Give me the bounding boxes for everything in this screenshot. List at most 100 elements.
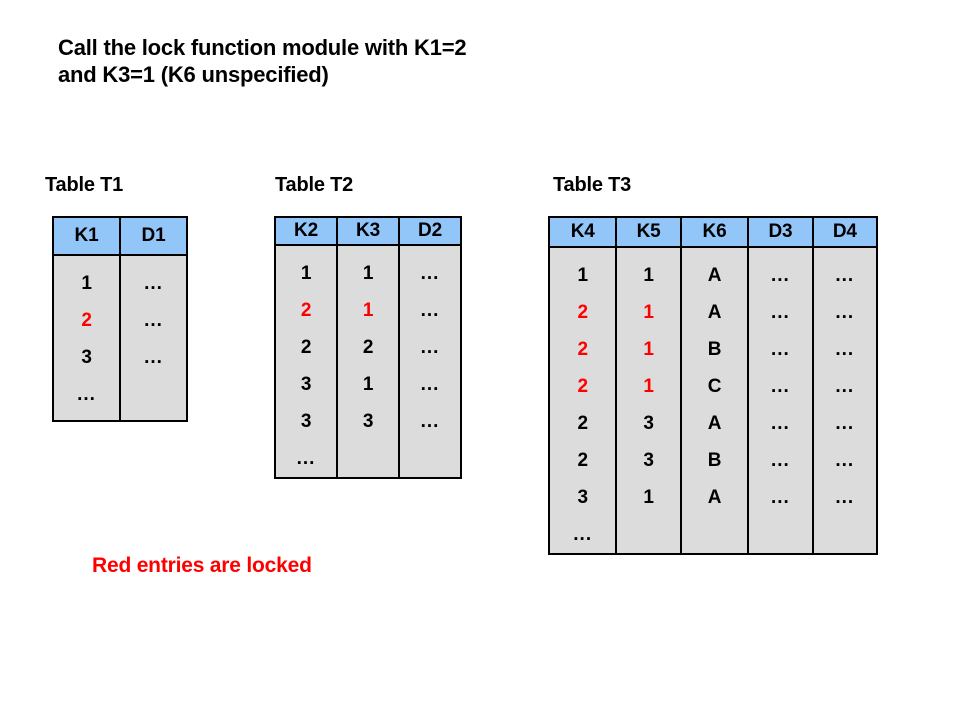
cell-k3-r6[interactable] [338,440,398,477]
table-body: 1 2 2 3 3... 1 1 2 1 3 ............... [276,246,460,477]
cell-d4-r6[interactable]: ... [835,450,855,471]
cell-d3-r5[interactable]: ... [770,413,790,434]
cell-d2-r6[interactable] [400,440,460,477]
cell-k1-r2[interactable]: 2 [81,310,92,331]
cell-k2-r1[interactable]: 1 [300,263,312,284]
cell-k5-r3[interactable]: 1 [643,339,654,360]
cell-k3-r1[interactable]: 1 [362,263,374,284]
cell-k3-r5[interactable]: 3 [362,411,374,432]
cell-k6-r2[interactable]: A [707,302,722,323]
cell-k5-r8[interactable] [617,516,679,553]
caption-table-t3: Table T3 [553,174,632,196]
table-header-row: K2 K3 D2 [276,218,460,246]
cell-k6-r4[interactable]: C [707,376,722,397]
cell-k1-r3[interactable]: 3 [81,347,92,368]
cell-d3-r4[interactable]: ... [770,376,790,397]
cell-k4-r1[interactable]: 1 [577,265,589,286]
cell-k6-r8[interactable] [682,516,747,553]
column-header-label: K3 [356,220,380,241]
cell-k5-r7[interactable]: 1 [643,487,654,508]
column-header-d2[interactable]: D2 [400,218,460,244]
cell-d1-r1[interactable]: ... [144,273,163,294]
cell-k4-r5[interactable]: 2 [577,413,589,434]
body-column-d2: ............... [400,246,460,477]
cell-d2-r2[interactable]: ... [420,300,440,321]
cell-d2-r3[interactable]: ... [420,337,440,358]
table-table-t1: K1 D1 1 2 3............ [52,216,188,422]
cell-d3-r2[interactable]: ... [770,302,790,323]
body-column-k2: 1 2 2 3 3... [276,246,338,477]
caption-table-t1: Table T1 [45,174,124,196]
cell-k2-r3[interactable]: 2 [300,337,312,358]
column-header-k4[interactable]: K4 [550,218,618,246]
cell-k2-r5[interactable]: 3 [300,411,312,432]
column-header-k2[interactable]: K2 [276,218,338,244]
cell-k1-r1[interactable]: 1 [81,273,92,294]
cell-k5-r4[interactable]: 1 [643,376,654,397]
cell-k2-r4[interactable]: 3 [300,374,312,395]
cell-k6-r1[interactable]: A [707,265,722,286]
column-header-k1[interactable]: K1 [54,218,121,254]
cell-k2-r6[interactable]: ... [296,448,316,469]
cell-k4-r6[interactable]: 2 [577,450,589,471]
cell-d3-r1[interactable]: ... [770,265,790,286]
cell-d1-r4[interactable] [121,376,186,413]
cell-d3-r6[interactable]: ... [770,450,790,471]
cell-d1-r3[interactable]: ... [144,347,163,368]
column-header-label: D2 [418,220,442,241]
cell-k4-r7[interactable]: 3 [577,487,589,508]
column-header-d3[interactable]: D3 [749,218,814,246]
body-column-d1: ......... [121,256,186,420]
column-header-d1[interactable]: D1 [121,218,186,254]
table-table-t2: K2 K3 D2 1 2 2 3 3... 1 1 2 1 3 ............... [274,216,462,479]
cell-k4-r3[interactable]: 2 [577,339,589,360]
column-header-k3[interactable]: K3 [338,218,400,244]
cell-k5-r6[interactable]: 3 [643,450,654,471]
cell-k3-r3[interactable]: 2 [362,337,374,358]
cell-d4-r2[interactable]: ... [835,302,855,323]
column-header-k6[interactable]: K6 [682,218,750,246]
cell-d4-r1[interactable]: ... [835,265,855,286]
cell-k5-r1[interactable]: 1 [643,265,654,286]
caption-table-t2: Table T2 [275,174,354,196]
column-header-label: D4 [832,221,857,242]
cell-k5-r5[interactable]: 3 [643,413,654,434]
cell-k6-r5[interactable]: A [707,413,722,434]
cell-d3-r7[interactable]: ... [770,487,790,508]
body-column-k3: 1 1 2 1 3 [338,246,400,477]
body-column-k4: 1 2 2 2 2 2 3... [550,248,618,553]
cell-k5-r2[interactable]: 1 [643,302,654,323]
cell-d4-r3[interactable]: ... [835,339,855,360]
cell-d2-r5[interactable]: ... [420,411,440,432]
cell-k6-r6[interactable]: B [707,450,722,471]
cell-d4-r8[interactable] [814,516,876,553]
cell-d2-r1[interactable]: ... [420,263,440,284]
body-column-d4: ..................... [814,248,876,553]
cell-k3-r2[interactable]: 1 [362,300,374,321]
cell-d3-r3[interactable]: ... [770,339,790,360]
column-header-d4[interactable]: D4 [814,218,876,246]
body-column-d3: ..................... [749,248,814,553]
cell-k2-r2[interactable]: 2 [300,300,312,321]
cell-d3-r8[interactable] [749,516,811,553]
cell-k4-r2[interactable]: 2 [577,302,589,323]
table-header-row: K1 D1 [54,218,186,256]
cell-d2-r4[interactable]: ... [420,374,440,395]
cell-k6-r3[interactable]: B [707,339,722,360]
cell-k1-r4[interactable]: ... [77,384,96,405]
column-header-label: K1 [74,225,99,246]
cell-k4-r4[interactable]: 2 [577,376,589,397]
cell-k6-r7[interactable]: A [707,487,722,508]
column-header-label: K4 [570,221,595,242]
locked-legend: Red entries are locked [92,554,312,577]
cell-k3-r4[interactable]: 1 [362,374,374,395]
cell-d4-r4[interactable]: ... [835,376,855,397]
cell-k4-r8[interactable]: ... [573,524,593,545]
cell-d1-r2[interactable]: ... [144,310,163,331]
cell-d4-r7[interactable]: ... [835,487,855,508]
column-header-k5[interactable]: K5 [617,218,682,246]
cell-d4-r5[interactable]: ... [835,413,855,434]
